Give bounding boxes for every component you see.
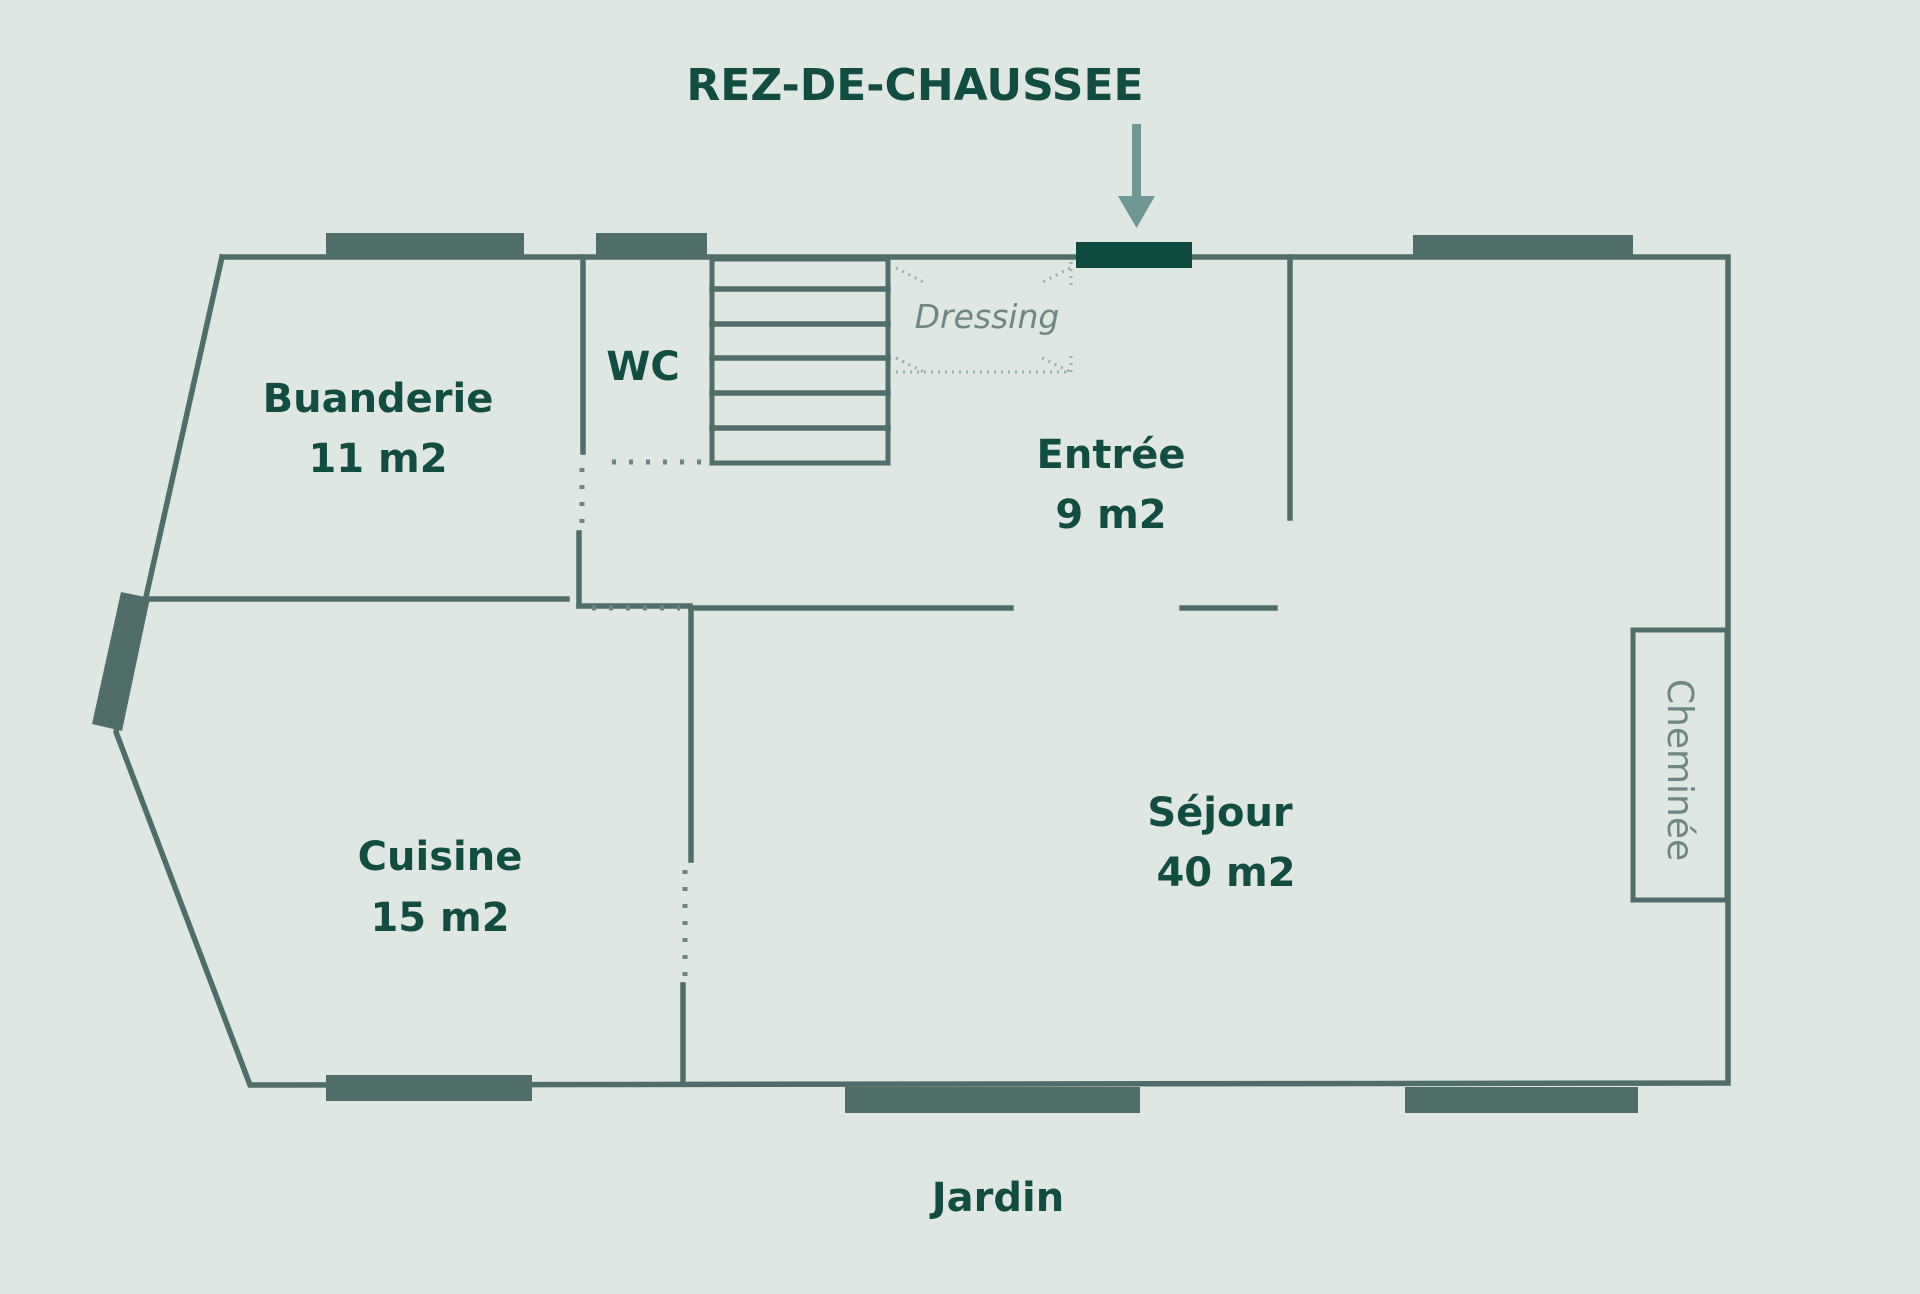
room-cuisine-name: Cuisine bbox=[358, 834, 523, 880]
window-cuisine bbox=[326, 1075, 532, 1101]
window-sejour-bottom-left bbox=[845, 1087, 1140, 1113]
room-wc-name: WC bbox=[606, 344, 679, 390]
fireplace-label: Cheminée bbox=[1659, 679, 1700, 861]
room-dressing-name: Dressing bbox=[915, 297, 1060, 336]
window-buanderie bbox=[326, 233, 524, 257]
window-wc bbox=[596, 233, 707, 257]
window-left-corner bbox=[92, 592, 150, 731]
floor-title: REZ-DE-CHAUSSEE bbox=[686, 60, 1143, 111]
interior-walls bbox=[143, 254, 1293, 1086]
garden-label: Jardin bbox=[929, 1175, 1064, 1221]
room-entree-area: 9 m2 bbox=[1055, 492, 1166, 538]
staircase bbox=[709, 256, 891, 466]
room-buanderie-name: Buanderie bbox=[263, 376, 494, 422]
window-sejour-bottom-right bbox=[1405, 1087, 1638, 1113]
window-sejour-top bbox=[1413, 235, 1633, 259]
openings bbox=[579, 459, 705, 980]
dressing-hangers bbox=[895, 262, 1073, 374]
room-buanderie-area: 11 m2 bbox=[308, 436, 447, 482]
room-sejour-area: 40 m2 bbox=[1156, 850, 1295, 896]
fireplace bbox=[1630, 627, 1730, 903]
entrance-door bbox=[1076, 242, 1192, 268]
windows bbox=[92, 233, 1638, 1113]
room-entree-name: Entrée bbox=[1037, 432, 1186, 478]
room-sejour-name: Séjour bbox=[1147, 790, 1293, 836]
entrance-arrow-icon bbox=[1118, 124, 1155, 228]
room-cuisine-area: 15 m2 bbox=[370, 895, 509, 941]
